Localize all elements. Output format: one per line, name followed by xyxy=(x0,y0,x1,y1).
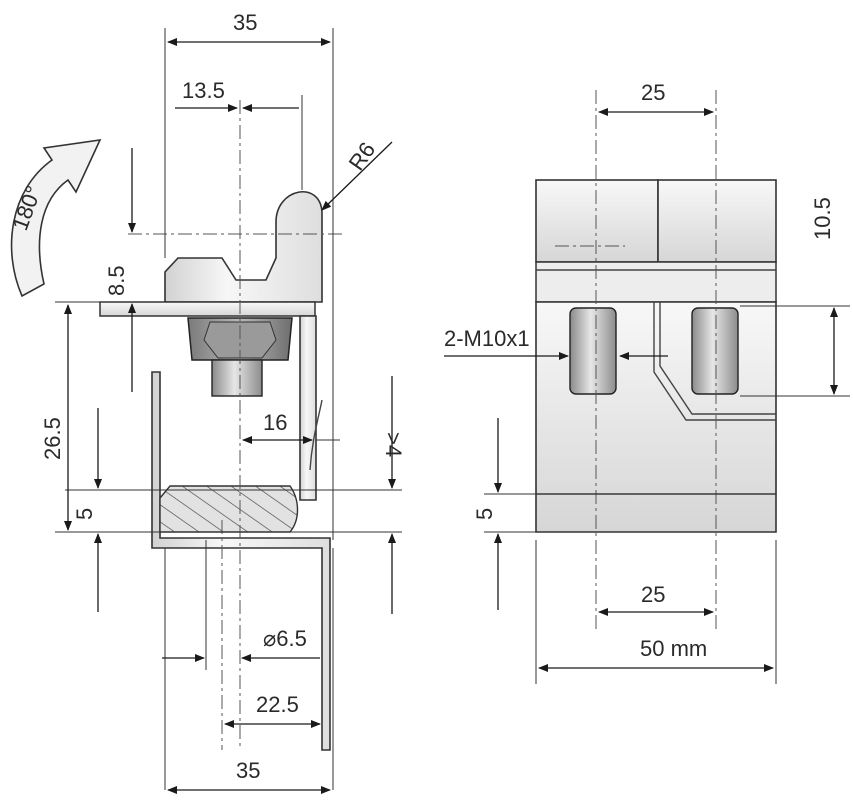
lower-bracket xyxy=(151,371,331,751)
rotation-arrow-icon: 180° xyxy=(7,139,102,298)
hatched-section xyxy=(159,485,299,533)
dim-thread: 2-M10x1 xyxy=(444,326,530,351)
top-plate xyxy=(99,301,316,317)
hinge-bar xyxy=(535,261,777,303)
dim-bottom-width: 35 xyxy=(236,758,260,783)
dim-radius: R6 xyxy=(344,137,381,174)
dim-nut-width: 16 xyxy=(263,410,287,435)
left-side-view: 35 13.5 R6 8.5 26.5 5 16 >4 ⌀6.5 22.5 xyxy=(40,10,406,794)
dim-bottom-offset: 22.5 xyxy=(256,692,299,717)
dim-line-radius xyxy=(321,141,393,211)
dim-min-gap: >4 xyxy=(381,432,406,457)
dim-top-spacing: 25 xyxy=(641,80,665,105)
right-flange xyxy=(299,315,317,501)
knuckle-left xyxy=(535,179,659,263)
dim-lower-thickness: 5 xyxy=(72,508,97,520)
right-front-view: 25 10.5 2-M10x1 5 25 50 mm xyxy=(444,80,850,684)
dim-bottom-spacing: 25 xyxy=(641,582,665,607)
knuckle-right xyxy=(657,179,777,263)
dim-right-lower-thickness: 5 xyxy=(472,508,497,520)
stud-left xyxy=(569,307,617,395)
upper-bracket xyxy=(164,191,323,303)
dim-right-height: 10.5 xyxy=(810,197,835,240)
dim-main-height: 26.5 xyxy=(40,417,65,460)
dim-top-offset: 13.5 xyxy=(182,78,225,103)
dim-hole-diameter: ⌀6.5 xyxy=(263,626,307,651)
dim-top-width: 35 xyxy=(233,10,257,35)
dim-total-width: 50 mm xyxy=(640,636,707,661)
stud-right xyxy=(691,307,739,395)
stud xyxy=(211,359,263,397)
dim-upper-height: 8.5 xyxy=(104,265,129,296)
